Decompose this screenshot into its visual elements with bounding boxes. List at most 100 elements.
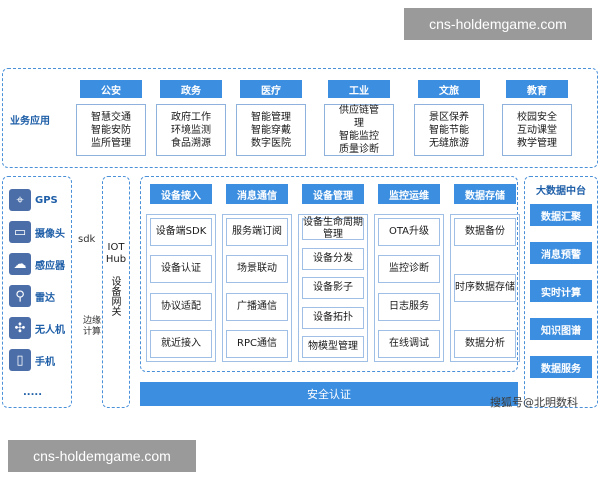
platform-column-body xyxy=(298,214,368,362)
business-category-box: 校园安全互动课堂教学管理 xyxy=(502,104,572,156)
business-item: 互动课堂 xyxy=(517,124,557,136)
security-bar: 安全认证 xyxy=(140,382,518,406)
device-label: 手机 xyxy=(35,356,55,368)
device-row: ✣ 无人机 xyxy=(9,317,65,339)
device-row: ☁ 感应器 xyxy=(9,253,65,275)
sensor-icon: ☁ xyxy=(9,253,31,275)
device-label: GPS xyxy=(35,194,58,206)
platform-column-body xyxy=(146,214,216,362)
platform-item: 协议适配 xyxy=(150,292,212,321)
business-item: 智慧交通 xyxy=(91,111,131,123)
bigdata-item: 数据汇聚 xyxy=(530,204,592,226)
platform-item: 设备拓扑 xyxy=(302,306,364,329)
platform-item: 就近接入 xyxy=(150,330,212,358)
platform-item: 日志服务 xyxy=(378,292,440,321)
platform-column-header: 监控运维 xyxy=(378,184,440,204)
business-category-header: 文旅 xyxy=(418,80,480,98)
business-item: 环境监测 xyxy=(171,124,211,136)
iot-hub-label: IOT Hub xyxy=(105,242,127,265)
business-category-box: 供应链管理智能监控质量诊断 xyxy=(324,104,394,156)
device-label: 感应器 xyxy=(35,260,65,272)
platform-item: 物模型管理 xyxy=(302,336,364,358)
device-row: ⚲ 雷达 xyxy=(9,285,55,307)
business-category-header: 教育 xyxy=(506,80,568,98)
iot-gateway-panel xyxy=(102,176,130,408)
business-item: 智能监控 xyxy=(339,131,379,142)
platform-item: 设备生命周期管理 xyxy=(302,217,364,240)
platform-column-header: 设备管理 xyxy=(302,184,364,204)
platform-item: 数据分析 xyxy=(454,330,516,358)
radar-icon: ⚲ xyxy=(9,285,31,307)
business-item: 供应链管 xyxy=(339,105,379,116)
business-category-box: 智慧交通智能安防监所管理 xyxy=(76,104,146,156)
device-row: ..... xyxy=(9,381,42,403)
platform-item: 广播通信 xyxy=(226,292,288,321)
business-category-box: 政府工作环境监测食品溯源 xyxy=(156,104,226,156)
platform-item: 服务端订阅 xyxy=(226,218,288,246)
edge-sdk-label: sdk xyxy=(78,234,96,245)
platform-item: 设备端SDK xyxy=(150,218,212,246)
platform-item: 设备影子 xyxy=(302,277,364,299)
business-item: 食品溯源 xyxy=(171,137,211,149)
business-item: 智能管理 xyxy=(251,111,291,123)
device-row: ▭ 摄像头 xyxy=(9,221,65,243)
camera-icon: ▭ xyxy=(9,221,31,243)
business-item: 校园安全 xyxy=(517,111,557,123)
platform-item: OTA升级 xyxy=(378,218,440,246)
business-item: 智能节能 xyxy=(429,124,469,136)
platform-item: 场景联动 xyxy=(226,255,288,284)
business-category-box: 智能管理智能穿戴数字医院 xyxy=(236,104,306,156)
business-item: 教学管理 xyxy=(517,137,557,149)
device-label: 雷达 xyxy=(35,292,55,304)
business-category-header: 工业 xyxy=(328,80,390,98)
gps-icon: ⌖ xyxy=(9,189,31,211)
device-row: ▯ 手机 xyxy=(9,349,55,371)
platform-item: 监控诊断 xyxy=(378,255,440,284)
business-item: 监所管理 xyxy=(91,137,131,149)
drone-icon: ✣ xyxy=(9,317,31,339)
platform-item: RPC通信 xyxy=(226,330,288,358)
watermark-bottom: cns-holdemgame.com xyxy=(8,440,196,472)
bigdata-item: 知识图谱 xyxy=(530,318,592,340)
business-category-header: 医疗 xyxy=(240,80,302,98)
bigdata-item: 消息预警 xyxy=(530,242,592,264)
watermark-top: cns-holdemgame.com xyxy=(404,8,592,40)
platform-column-header: 数据存储 xyxy=(454,184,516,204)
credit-text: 搜狐号@北明数科 xyxy=(490,396,578,409)
bigdata-title: 大数据中台 xyxy=(536,186,586,197)
business-item: 无缝旅游 xyxy=(429,137,469,149)
platform-item: 数据备份 xyxy=(454,218,516,246)
business-label: 业务应用 xyxy=(10,116,50,127)
platform-column-body xyxy=(374,214,444,362)
platform-column-header: 设备接入 xyxy=(150,184,212,204)
platform-panel xyxy=(140,176,518,372)
bigdata-item: 实时计算 xyxy=(530,280,592,302)
platform-column-body xyxy=(450,214,520,362)
platform-column-header: 消息通信 xyxy=(226,184,288,204)
business-item: 质量诊断 xyxy=(339,144,379,155)
platform-column-body xyxy=(222,214,292,362)
business-item: 数字医院 xyxy=(251,137,291,149)
devices-panel: ⌖ GPS ▭ 摄像头 ☁ 感应器 ⚲ 雷达 ✣ 无人机 ▯ 手机..... xyxy=(2,176,72,408)
business-category-header: 政务 xyxy=(160,80,222,98)
bigdata-panel xyxy=(524,176,598,408)
device-label: ..... xyxy=(23,386,42,398)
device-row: ⌖ GPS xyxy=(9,189,58,211)
business-item: 理 xyxy=(354,118,364,129)
phone-icon: ▯ xyxy=(9,349,31,371)
business-item: 政府工作 xyxy=(171,111,211,123)
gateway-label: 设备网关 xyxy=(109,276,120,316)
platform-item: 设备认证 xyxy=(150,255,212,284)
platform-item: 设备分发 xyxy=(302,247,364,270)
edge-compute-label: 边缘计算 xyxy=(82,316,101,337)
bigdata-item: 数据服务 xyxy=(530,356,592,378)
business-layer xyxy=(2,68,598,168)
device-label: 无人机 xyxy=(35,324,65,336)
business-item: 智能安防 xyxy=(91,124,131,136)
platform-item: 时序数据存储 xyxy=(454,274,516,302)
platform-item: 在线调试 xyxy=(378,330,440,358)
business-category-header: 公安 xyxy=(80,80,142,98)
business-item: 智能穿戴 xyxy=(251,124,291,136)
business-item: 景区保养 xyxy=(429,111,469,123)
device-label: 摄像头 xyxy=(35,228,65,240)
